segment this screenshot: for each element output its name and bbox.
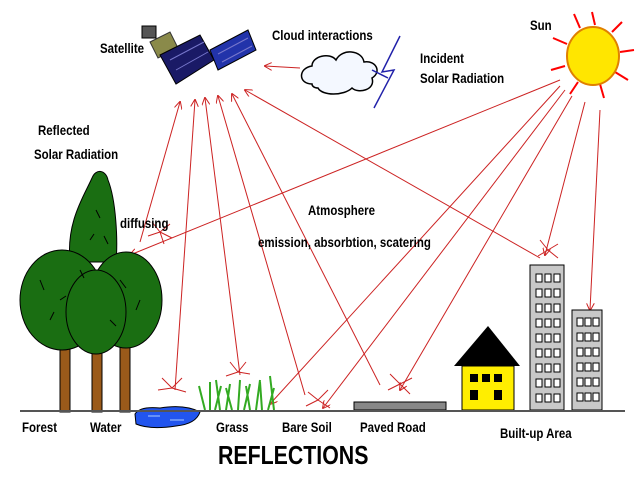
building-window	[535, 348, 543, 358]
building-window	[576, 392, 584, 402]
building-window	[535, 303, 543, 313]
label-cloud-interactions: Cloud interactions	[272, 27, 373, 43]
building-window	[553, 348, 561, 358]
building-window	[553, 393, 561, 403]
cloud-icon	[300, 51, 378, 95]
sun-icon	[550, 11, 635, 99]
building-tall	[529, 264, 565, 411]
building-window	[592, 317, 600, 327]
building-window	[544, 333, 552, 343]
building-window	[592, 332, 600, 342]
label-reflected-2: Solar Radiation	[34, 146, 119, 162]
reflection-bursts	[147, 221, 559, 409]
label-bare-soil: Bare Soil	[282, 419, 332, 435]
building-window	[535, 273, 543, 283]
diagram-title: REFLECTIONS	[218, 440, 369, 470]
building-window	[553, 288, 561, 298]
label-grass: Grass	[216, 419, 249, 435]
building-window	[584, 392, 592, 402]
building-window	[544, 348, 552, 358]
paved-road	[353, 401, 447, 411]
building-window	[553, 363, 561, 373]
building-window	[535, 393, 543, 403]
water	[134, 406, 201, 429]
label-builtup-area: Built-up Area	[500, 425, 572, 441]
building-window	[576, 317, 584, 327]
building-window	[544, 273, 552, 283]
building-window	[544, 303, 552, 313]
building-window	[553, 303, 561, 313]
building-window	[553, 273, 561, 283]
lightning-icon	[371, 35, 401, 109]
label-sun: Sun	[530, 17, 552, 33]
building-window	[544, 393, 552, 403]
building-window	[535, 363, 543, 373]
building-window	[544, 318, 552, 328]
forest	[19, 171, 163, 413]
label-incident-1: Incident	[420, 50, 465, 66]
building-window	[584, 347, 592, 357]
building-short	[571, 309, 603, 411]
building-window	[535, 288, 543, 298]
building-window	[535, 333, 543, 343]
label-atmosphere-processes: emission, absorbtion, scatering	[258, 234, 431, 250]
label-diffusing: diffusing	[120, 215, 169, 231]
label-paved-road: Paved Road	[360, 419, 426, 435]
building-window	[592, 347, 600, 357]
label-reflected-1: Reflected	[38, 122, 90, 138]
building-window	[544, 378, 552, 388]
label-water: Water	[90, 419, 122, 435]
building-window	[553, 333, 561, 343]
label-satellite: Satellite	[100, 40, 145, 56]
building-window	[553, 378, 561, 388]
satellite-icon	[141, 25, 257, 85]
label-atmosphere: Atmosphere	[308, 202, 375, 218]
building-window	[544, 363, 552, 373]
building-window	[584, 317, 592, 327]
label-incident-2: Solar Radiation	[420, 70, 505, 86]
building-window	[576, 377, 584, 387]
incident-rays	[130, 79, 601, 408]
building-window	[592, 377, 600, 387]
building-window	[553, 318, 561, 328]
building-window	[535, 318, 543, 328]
label-forest: Forest	[22, 419, 58, 435]
house	[454, 326, 520, 411]
building-window	[592, 392, 600, 402]
building-window	[576, 347, 584, 357]
building-window	[584, 377, 592, 387]
building-window	[576, 332, 584, 342]
building-window	[592, 362, 600, 372]
building-window	[584, 332, 592, 342]
grass	[198, 375, 275, 411]
building-window	[535, 378, 543, 388]
building-window	[544, 288, 552, 298]
building-window	[576, 362, 584, 372]
building-window	[584, 362, 592, 372]
reflected-rays	[139, 66, 541, 396]
